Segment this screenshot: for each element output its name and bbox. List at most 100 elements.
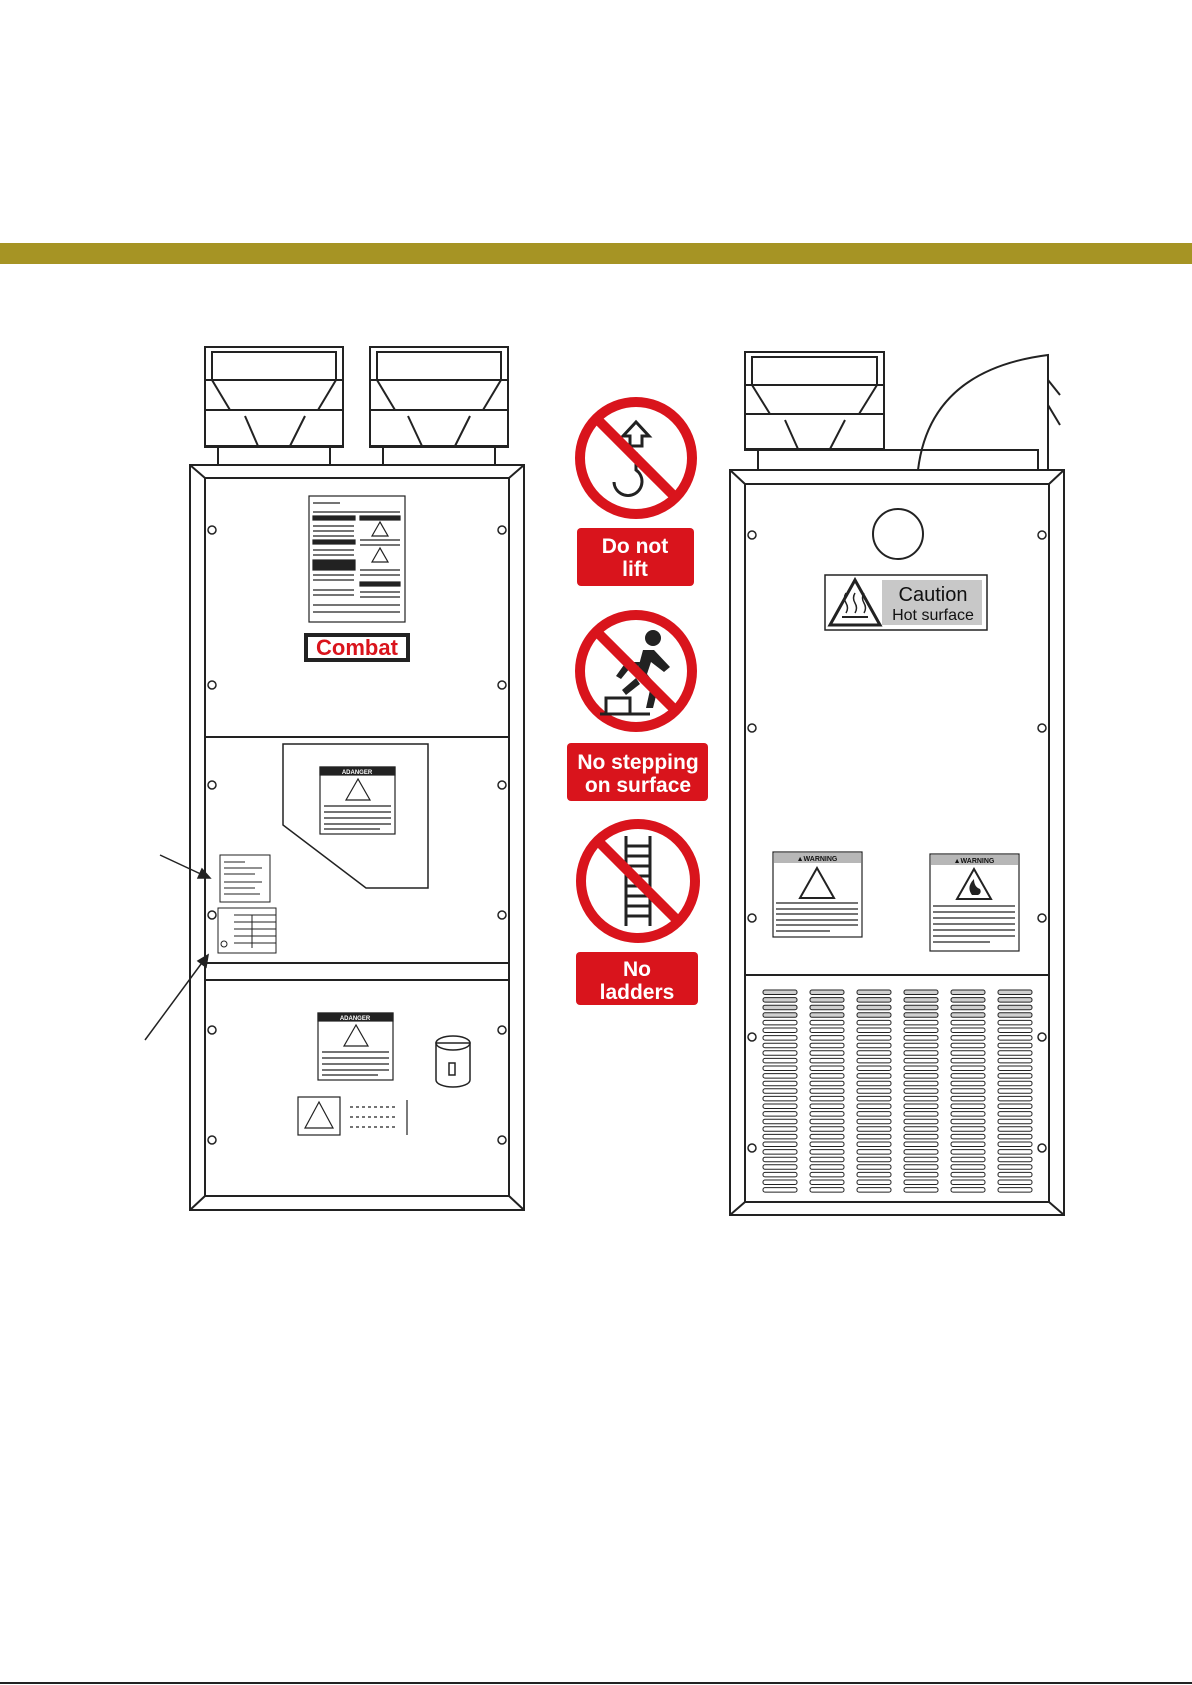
vent-slat — [998, 1096, 1032, 1101]
vent-slat — [810, 1005, 844, 1010]
vent-slat — [998, 1119, 1032, 1124]
pointer-arrows — [145, 855, 210, 1040]
vent-slat — [763, 1089, 797, 1094]
vent-slat — [951, 1119, 985, 1124]
vent-slat — [951, 1188, 985, 1193]
vent-slat — [810, 1180, 844, 1185]
vent-slat — [810, 1081, 844, 1086]
vent-slat — [763, 990, 797, 995]
vent-slat — [810, 1036, 844, 1041]
vent-slat — [763, 1074, 797, 1079]
sign-no-lift-line2: lift — [622, 558, 648, 581]
vent-slat — [951, 1089, 985, 1094]
vent-slat — [763, 1127, 797, 1132]
vent-slat — [904, 1028, 938, 1033]
vent-slat — [904, 1089, 938, 1094]
vent-slat — [951, 1081, 985, 1086]
vent-slat — [904, 1180, 938, 1185]
vent-slat — [904, 1127, 938, 1132]
vent-slat — [810, 1134, 844, 1139]
vent-slat — [810, 1058, 844, 1063]
vent-slat — [998, 1142, 1032, 1147]
vent-slat — [904, 1142, 938, 1147]
vent-slat — [857, 1020, 891, 1025]
vent-slat — [998, 1104, 1032, 1109]
vent-slat — [904, 1081, 938, 1086]
vent-slat — [998, 1112, 1032, 1117]
vent-slat — [904, 1058, 938, 1063]
vent-slat — [810, 1119, 844, 1124]
vent-slat — [857, 1150, 891, 1155]
sign-no-lift-line1: Do not — [602, 535, 668, 558]
vent-slat — [857, 1051, 891, 1056]
vent-slat — [998, 1165, 1032, 1170]
vent-slat — [857, 1096, 891, 1101]
vent-slat — [998, 1066, 1032, 1071]
vent-slat — [904, 1005, 938, 1010]
vent-slat — [904, 1134, 938, 1139]
warning-label-right-text: ▲WARNING — [954, 858, 995, 865]
vent-slat — [951, 1112, 985, 1117]
right-louvre — [745, 352, 884, 451]
vent-slat — [810, 1112, 844, 1117]
vent-slat — [998, 1013, 1032, 1018]
vent-slat — [998, 1058, 1032, 1063]
vent-slat — [857, 1119, 891, 1124]
vent-slat — [857, 1043, 891, 1048]
vent-slat — [857, 1188, 891, 1193]
vent-slat — [904, 1157, 938, 1162]
vent-slat — [998, 1074, 1032, 1079]
vent-slat — [904, 1172, 938, 1177]
vent-slat — [857, 990, 891, 995]
vent-slat — [857, 1066, 891, 1071]
vent-slat — [763, 1043, 797, 1048]
sign-no-step-line2: on surface — [585, 774, 691, 797]
vent-slat — [763, 1036, 797, 1041]
vent-slat — [857, 1172, 891, 1177]
vent-slat — [951, 1013, 985, 1018]
vent-slat — [810, 1089, 844, 1094]
small-warning-label — [298, 1097, 407, 1135]
vent-slat — [951, 1005, 985, 1010]
vent-slat — [763, 1180, 797, 1185]
isolator-switch — [436, 1036, 470, 1087]
left-bolts — [208, 526, 506, 1144]
danger-label-mid-text: ADANGER — [342, 770, 373, 776]
vent-slat — [951, 1066, 985, 1071]
sign-no-ladder-line1: No — [623, 958, 651, 981]
rating-plate — [218, 908, 276, 953]
vent-slat — [904, 1104, 938, 1109]
vent-slat — [857, 1134, 891, 1139]
vent-slat — [763, 1051, 797, 1056]
vent-slat — [951, 1074, 985, 1079]
vent-slat — [857, 1157, 891, 1162]
warning-label-left — [773, 852, 862, 937]
vent-slat — [904, 1150, 938, 1155]
vent-slat — [998, 1150, 1032, 1155]
vent-slat — [857, 1058, 891, 1063]
vent-slat — [951, 990, 985, 995]
vent-slat — [810, 1104, 844, 1109]
vent-slat — [810, 1051, 844, 1056]
vent-slat — [998, 1005, 1032, 1010]
vent-slat — [998, 1043, 1032, 1048]
vent-slat — [763, 1104, 797, 1109]
sign-no-ladder-line2: ladders — [600, 981, 675, 1004]
vent-slat — [857, 1028, 891, 1033]
vent-grille — [763, 990, 1032, 1192]
vent-slat — [857, 1142, 891, 1147]
vent-slat — [857, 1089, 891, 1094]
vent-slat — [810, 1150, 844, 1155]
vent-slat — [904, 1036, 938, 1041]
vent-slat — [904, 1051, 938, 1056]
vent-slat — [951, 1028, 985, 1033]
vent-slat — [763, 1028, 797, 1033]
vent-slat — [857, 1005, 891, 1010]
vent-slat — [998, 1172, 1032, 1177]
vent-slat — [763, 1013, 797, 1018]
left-unit — [145, 347, 524, 1210]
vent-slat — [998, 1028, 1032, 1033]
vent-slat — [998, 1020, 1032, 1025]
vent-slat — [998, 998, 1032, 1003]
